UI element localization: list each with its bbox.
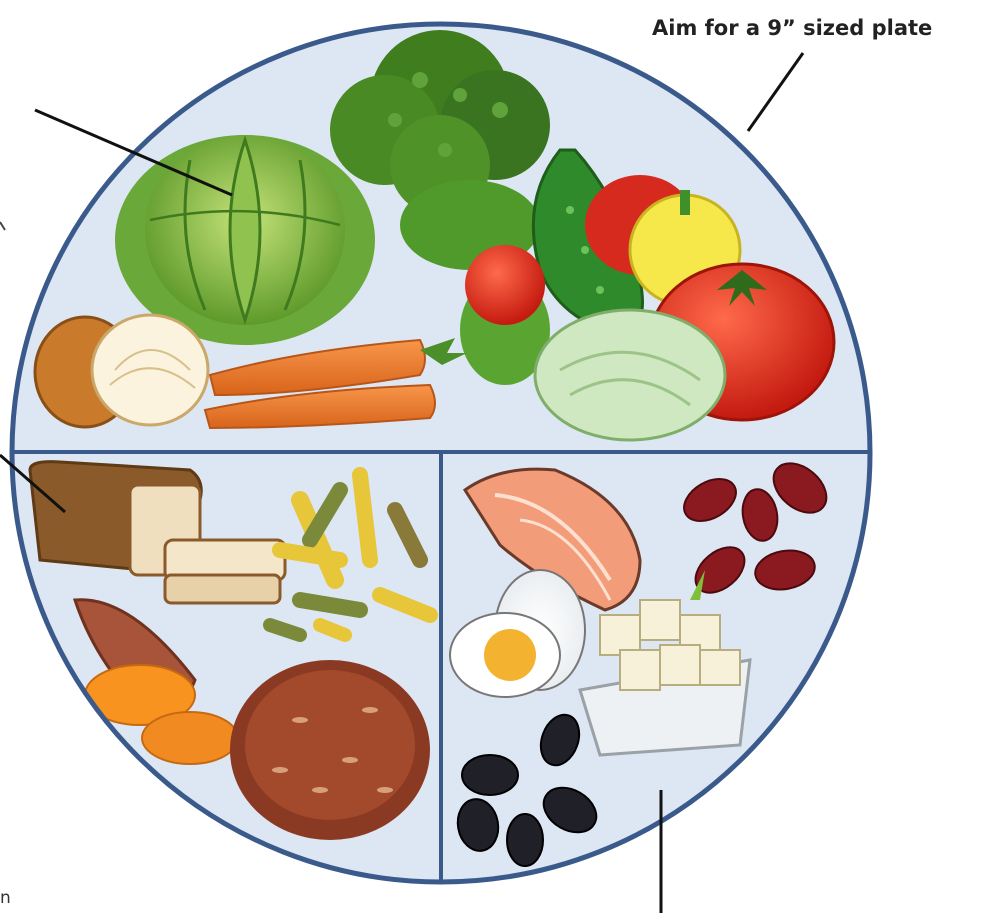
cabbage-icon <box>115 135 375 345</box>
kohlrabi-icon <box>535 310 725 440</box>
brown-rice-icon <box>230 660 430 840</box>
onion-icon <box>35 315 208 427</box>
small-tomato-icon <box>465 245 545 325</box>
plate-size-caption: Aim for a 9” sized plate <box>652 16 987 40</box>
edge-tick <box>0 222 5 230</box>
leader-line-plate-size <box>748 53 803 131</box>
corner-text-fragment: n <box>0 888 11 908</box>
